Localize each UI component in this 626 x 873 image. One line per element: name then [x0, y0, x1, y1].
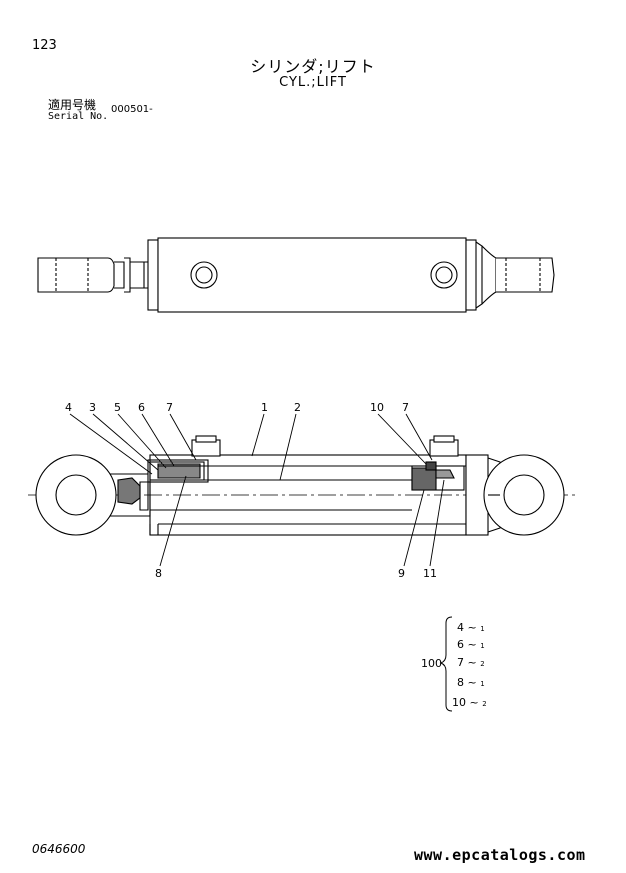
page-number: 123	[32, 38, 57, 53]
page-title-en: CYL.;LIFT	[279, 75, 347, 90]
callout-7-right: 7	[402, 401, 409, 414]
callout-10: 10	[370, 401, 384, 414]
svg-text:7 ~ 2: 7 ~ 2	[457, 656, 485, 669]
document-number: 0646600	[32, 842, 86, 856]
watermark: www.epcatalogs.com	[414, 846, 586, 864]
kit-bracket	[439, 616, 453, 712]
callout-8: 8	[155, 567, 162, 580]
svg-text:6 ~ 1: 6 ~ 1	[457, 638, 485, 651]
kit-item: 7 ~ 2	[457, 656, 485, 669]
serial-label-jp: 適用号機	[48, 98, 97, 112]
page-title-jp: シリンダ;リフト	[250, 57, 376, 76]
callout-9: 9	[398, 567, 405, 580]
callout-4: 4	[65, 401, 72, 414]
svg-text:10 ~ 2: 10 ~ 2	[452, 696, 487, 709]
svg-text:8 ~ 1: 8 ~ 1	[457, 676, 485, 689]
serial-label-en: Serial No.	[48, 111, 109, 122]
callout-1: 1	[261, 401, 268, 414]
callout-5: 5	[114, 401, 121, 414]
serial-value: 000501-	[111, 104, 153, 115]
callout-2: 2	[294, 401, 301, 414]
kit-number: 100	[421, 657, 442, 670]
callout-6: 6	[138, 401, 145, 414]
kit-item: 8 ~ 1	[457, 676, 485, 689]
callout-3: 3	[89, 401, 96, 414]
kit-item: 10 ~ 2	[452, 696, 487, 709]
callout-11: 11	[423, 567, 437, 580]
kit-item: 4 ~ 1	[457, 621, 485, 634]
callout-7-left: 7	[166, 401, 173, 414]
svg-text:4 ~ 1: 4 ~ 1	[457, 621, 485, 634]
kit-item: 6 ~ 1	[457, 638, 485, 651]
